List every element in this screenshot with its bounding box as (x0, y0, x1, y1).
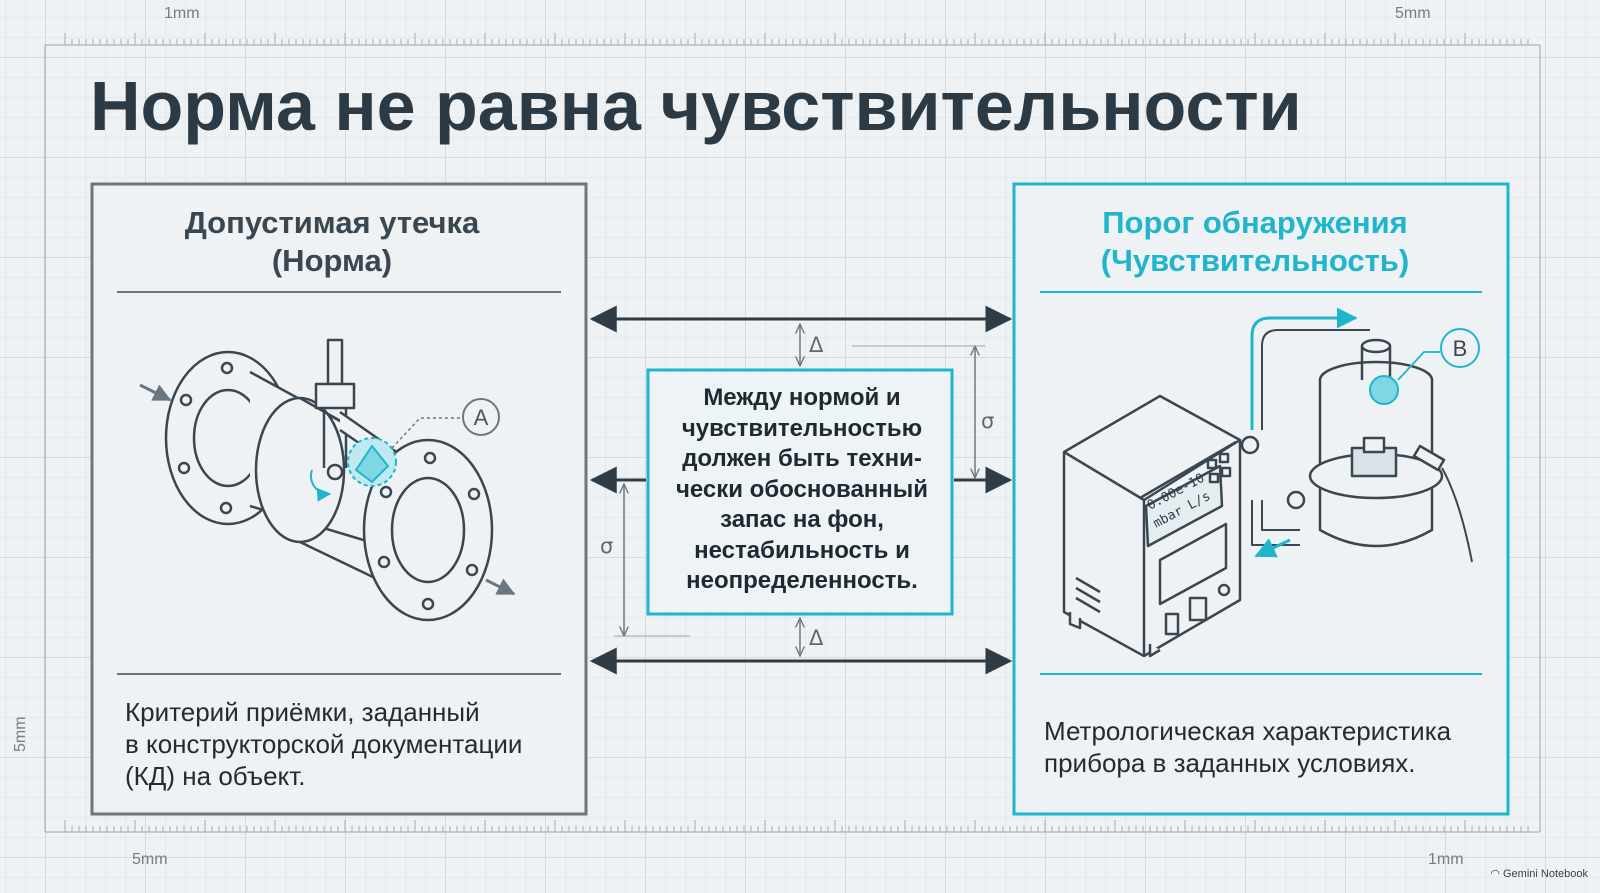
center-box (646, 368, 954, 616)
right-heading-line: Порог обнаружения (1102, 205, 1408, 240)
ruler-bottom (45, 820, 1540, 833)
center-line: Между нормой и (703, 384, 901, 411)
left-desc-line: в конструкторской документации (125, 729, 523, 759)
right-desc-line: прибора в заданных условиях. (1044, 748, 1416, 778)
left-desc-line: Критерий приёмки, заданный (125, 697, 480, 727)
delta-bottom-symbol: Δ (809, 626, 824, 650)
center-line: неопределенность. (686, 567, 918, 594)
right-panel-description: Метрологическая характеристика прибора в… (1044, 715, 1451, 779)
ruler-top (45, 33, 1540, 46)
brand-label: Gemini Notebook (1503, 868, 1588, 880)
dimension-arrows (589, 305, 1013, 675)
ruler-label-top-right: 5mm (1395, 5, 1431, 22)
left-panel-description: Критерий приёмки, заданный в конструктор… (125, 696, 522, 792)
left-heading-line: Допустимая утечка (184, 205, 480, 240)
valve-illustration (139, 338, 516, 622)
ruler-label-bottom-right: 1mm (1428, 851, 1464, 868)
callout-a-label: A (474, 405, 489, 430)
ruler-label-left-side: 5mm (12, 716, 29, 752)
left-heading-line: (Норма) (271, 243, 393, 278)
right-heading-line: (Чувствительность) (1100, 243, 1410, 278)
ruler-label-top-left: 1mm (164, 5, 200, 22)
center-box-text: Между нормой и чувствительностью должен … (650, 383, 954, 597)
left-panel-heading: Допустимая утечка (Норма) (92, 204, 572, 280)
sigma-left-symbol: σ (600, 534, 613, 558)
brand-watermark: ◠ Gemini Notebook (1490, 867, 1588, 880)
center-line: чески обоснованный (675, 475, 929, 503)
callout-a-circle (462, 398, 500, 436)
center-line: нестабильность и (694, 536, 910, 564)
callout-b-circle (1440, 328, 1480, 368)
center-line: чувствительностью (681, 414, 923, 442)
delta-top-symbol: Δ (809, 333, 824, 357)
callout-b-label: B (1453, 336, 1468, 361)
ruler-label-bottom-left: 5mm (132, 851, 168, 868)
right-desc-line: Метрологическая характеристика (1044, 716, 1452, 746)
right-panel-heading: Порог обнаружения (Чувствительность) (1015, 204, 1495, 280)
page-title: Норма не равна чувствительности (90, 67, 1302, 145)
left-desc-line: (КД) на объект. (125, 761, 306, 791)
sigma-right-symbol: σ (981, 409, 994, 433)
center-line: должен быть техни- (682, 445, 922, 472)
brand-icon: ◠ (1490, 868, 1500, 880)
center-line: запас на фон, (720, 506, 884, 533)
leak-detector-illustration (1062, 307, 1473, 658)
